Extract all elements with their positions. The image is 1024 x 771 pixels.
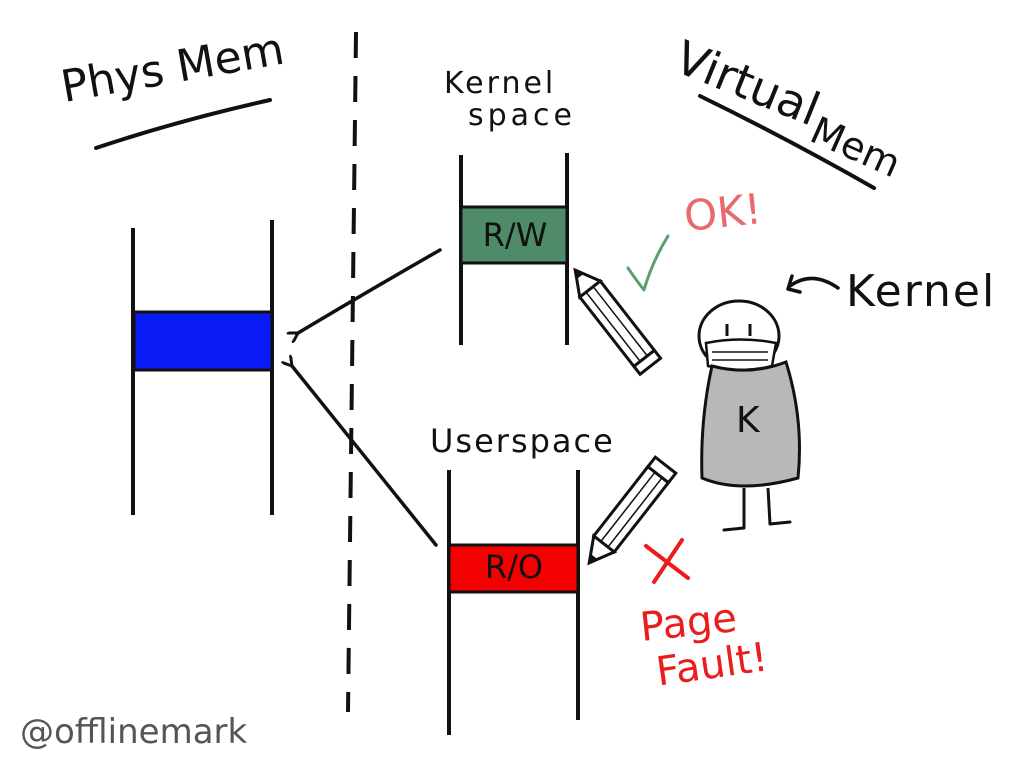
ok-label: OK! bbox=[681, 184, 764, 241]
user-to-phys-arrow bbox=[292, 366, 438, 547]
pencil-ok-icon bbox=[573, 267, 663, 377]
kernel-mask bbox=[704, 338, 778, 372]
kernel-shirt-letter: K bbox=[736, 400, 760, 441]
kernel-space-title-line1: Kernel bbox=[444, 66, 557, 101]
divider-line bbox=[346, 31, 358, 713]
phys-mem-underline bbox=[94, 98, 272, 150]
kernel-to-phys-arrow bbox=[298, 248, 442, 333]
kernel-label: Kernel bbox=[846, 266, 997, 317]
virtual-mem-underline bbox=[698, 94, 876, 190]
phys-mem-block bbox=[132, 310, 274, 372]
fault-x-icon bbox=[644, 538, 690, 584]
kernel-pointer-arrow bbox=[788, 276, 840, 290]
userspace-ro-block bbox=[447, 543, 580, 594]
userspace-title: Userspace bbox=[430, 422, 615, 460]
kernel-rw-block bbox=[459, 205, 569, 265]
pencil-fault-icon bbox=[587, 455, 678, 566]
kernel-rw-label: R/W bbox=[482, 216, 548, 254]
check-icon bbox=[626, 234, 670, 292]
kernel-space-title-line2: space bbox=[468, 98, 577, 133]
userspace-ro-label: R/O bbox=[484, 548, 544, 586]
kernel-body bbox=[700, 360, 801, 488]
kernel-leg-right bbox=[766, 487, 772, 525]
signature-label: @offlinemark bbox=[20, 712, 248, 752]
kernel-character bbox=[697, 299, 801, 532]
